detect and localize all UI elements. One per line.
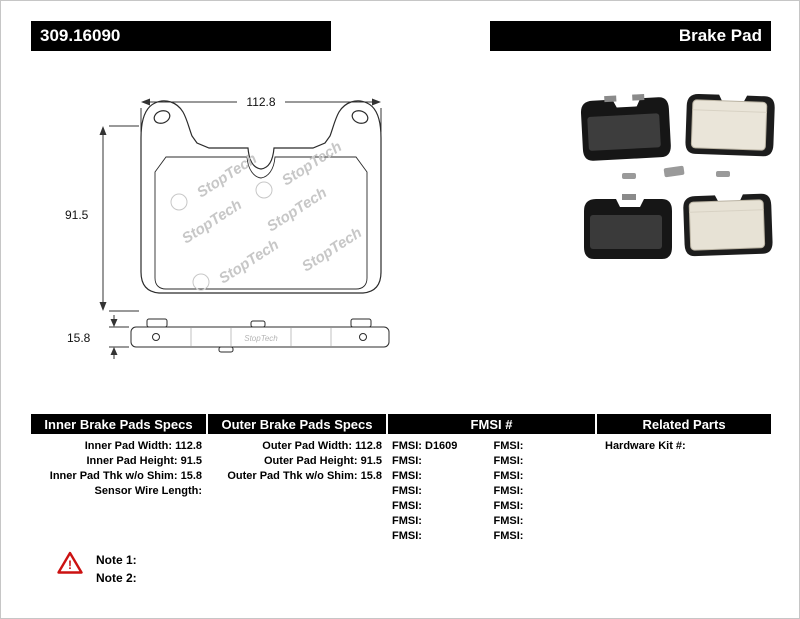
fmsi-cell: FMSI: [493, 470, 524, 482]
watermark-text: StopTech [179, 196, 245, 247]
fmsi-cell: FMSI: [493, 515, 524, 527]
spec-row: Inner Pad Width: 112.8 [84, 440, 202, 452]
fmsi-cell: FMSI: [493, 530, 524, 542]
outer-specs-column: Outer Brake Pads Specs Outer Pad Width: … [208, 414, 386, 484]
fmsi-column: FMSI # FMSI: D1609 FMSI: FMSI: FMSI: FMS… [388, 414, 595, 544]
related-row: Hardware Kit #: [605, 440, 686, 452]
pad-front-view [140, 100, 382, 294]
pad-edge-view [130, 318, 390, 353]
hardware-clips [622, 165, 730, 179]
fmsi-cell: FMSI: [493, 440, 524, 452]
fmsi-cell: FMSI: [392, 530, 422, 542]
watermark-text: StopTech [299, 224, 365, 275]
inner-specs-header: Inner Brake Pads Specs [31, 414, 206, 434]
svg-text:!: ! [68, 558, 72, 572]
brake-pad-diagram: 112.8 91.5 StopTech [65, 93, 390, 359]
watermark-text: StopTech [194, 150, 260, 201]
dim-height-label: 91.5 [65, 208, 89, 222]
spec-row: Outer Pad Width: 112.8 [262, 440, 382, 452]
outer-specs-header: Outer Brake Pads Specs [208, 414, 386, 434]
watermark-text: StopTech [216, 236, 282, 287]
spec-row: Inner Pad Height: 91.5 [86, 455, 202, 467]
watermark-text: StopTech [264, 184, 330, 235]
fmsi-cell: FMSI: [392, 485, 422, 497]
spec-row: Sensor Wire Length: [94, 485, 202, 497]
related-parts-header: Related Parts [597, 414, 771, 434]
part-number-bar: 309.16090 [31, 21, 331, 51]
watermark-text: StopTech [279, 138, 345, 189]
product-title-bar: Brake Pad [490, 21, 771, 51]
fmsi-header: FMSI # [388, 414, 595, 434]
height-dimension [102, 125, 139, 312]
spec-row: Outer Pad Height: 91.5 [264, 455, 382, 467]
fmsi-cell: FMSI: [493, 500, 524, 512]
dim-thickness-label: 15.8 [67, 331, 91, 345]
brake-pad-photo [581, 93, 775, 259]
related-parts-column: Related Parts Hardware Kit #: [597, 414, 771, 454]
product-title: Brake Pad [678, 26, 762, 45]
fmsi-cell: FMSI: [392, 515, 422, 527]
fmsi-cell: FMSI: [392, 470, 422, 482]
fmsi-cell: FMSI: [493, 455, 524, 467]
pad-photo-light-2 [683, 193, 773, 257]
fmsi-cell: FMSI: D1609 [392, 440, 458, 452]
technical-drawing: 112.8 91.5 StopTech [51, 86, 441, 376]
watermark: StopTech StopTech StopTech StopTech Stop… [170, 138, 365, 291]
spec-row: Outer Pad Thk w/o Shim: 15.8 [227, 470, 382, 482]
spec-row: Inner Pad Thk w/o Shim: 15.8 [49, 470, 202, 482]
product-photo [576, 83, 776, 283]
note-1: Note 1: [96, 553, 137, 567]
fmsi-cell: FMSI: [493, 485, 524, 497]
warning-triangle-icon: ! [57, 551, 83, 575]
fmsi-cell: FMSI: [392, 455, 422, 467]
part-number: 309.16090 [40, 26, 121, 45]
pad-photo-black-2 [584, 194, 672, 259]
note-2: Note 2: [96, 571, 137, 585]
inner-specs-column: Inner Brake Pads Specs Inner Pad Width: … [31, 414, 206, 499]
edge-watermark-text: StopTech [244, 334, 278, 343]
pad-photo-black-1 [581, 94, 671, 161]
dim-width-label: 112.8 [246, 95, 275, 109]
pad-photo-light-1 [685, 93, 775, 157]
fmsi-cell: FMSI: [392, 500, 422, 512]
